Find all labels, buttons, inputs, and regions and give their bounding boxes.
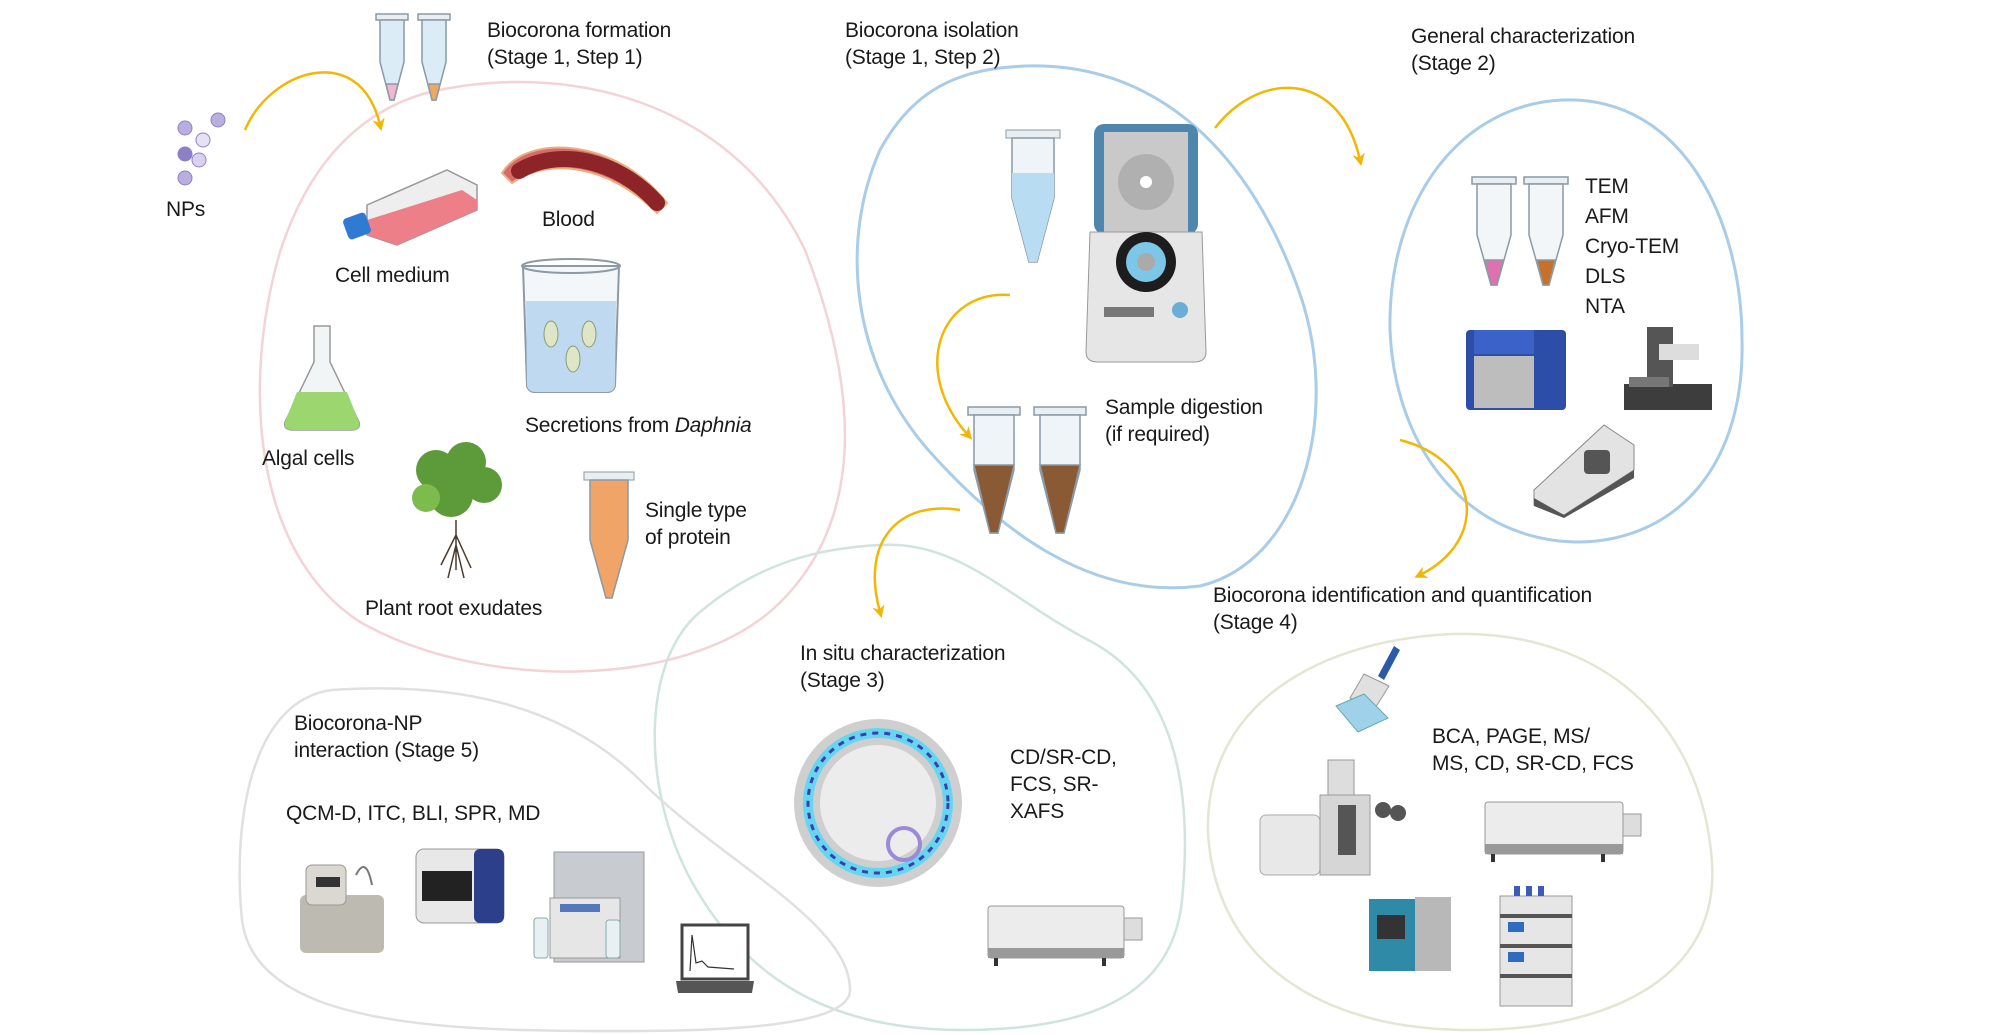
sample-digestion-label: Sample digestion (if required) [1105,394,1263,448]
title-line: Biocorona isolation [845,19,1019,42]
nanoparticles-icon [177,112,226,186]
line: (if required) [1105,423,1210,446]
mass-spectrometer-icon [1369,897,1451,971]
multichannel-pipette-icon [1335,646,1400,733]
confocal-microscope-icon [1259,759,1406,876]
line: XAFS [1010,800,1065,823]
atomic-force-microscope-icon [1624,327,1712,410]
stage2-tubes-icon [1471,176,1569,286]
cell-medium-label: Cell medium [335,264,450,287]
line: FCS, SR- [1010,773,1099,796]
hplc-system-icon [1499,886,1573,1007]
single-protein-label: Single type of protein [645,497,747,551]
stage1-step2-outline [855,64,1318,590]
method-nta: NTA [1585,295,1625,318]
subtitle-line: (Stage 4) [1213,611,1298,634]
stage4-methods: BCA, PAGE, MS/ MS, CD, SR-CD, FCS [1432,723,1634,777]
daphnia-secretions-label: Secretions from Daphnia [525,412,752,439]
title-line: Biocorona formation [487,19,672,42]
bli-spr-instrument-icon [533,851,645,963]
stage5-outline [238,687,852,1033]
title-line: interaction (Stage 5) [294,739,479,762]
label-text: Secretions from [525,414,675,437]
stage3-title: In situ characterization (Stage 3) [800,640,1006,694]
plant-icon [412,442,502,579]
laptop-md-simulation-icon [676,923,754,993]
title-line: In situ characterization [800,642,1006,665]
species-name: Daphnia [674,414,752,437]
stage3-methods: CD/SR-CD, FCS, SR- XAFS [1010,744,1117,825]
sample-tubes-icon [375,13,451,101]
line: Single type [645,499,747,522]
arrow-nps-to-formation [243,71,385,132]
stage2-outline [1388,98,1744,544]
stage4-outline [1206,632,1714,1032]
blood-label: Blood [542,208,595,231]
electron-microscope-icon [1466,330,1566,410]
stage2-methods-list: TEM AFM Cryo-TEM DLS NTA [1585,172,1679,322]
arrow-general-to-identification [1399,438,1469,578]
synchrotron-ring-icon [794,719,962,887]
protein-tube-icon [583,471,635,599]
stage1-step2-title: Biocorona isolation (Stage 1, Step 2) [845,17,1019,71]
arrow-isolation-to-general [1214,86,1365,167]
method-dls: DLS [1585,265,1626,288]
line: CD/SR-CD, [1010,746,1117,769]
subtitle-line: (Stage 2) [1411,52,1496,75]
stage1-step1-outline [258,80,847,673]
line: MS, CD, SR-CD, FCS [1432,752,1634,775]
line: BCA, PAGE, MS/ [1432,725,1590,748]
plant-root-exudates-label: Plant root exudates [365,597,543,620]
arrow-centrifuge-to-digestion [936,293,1011,440]
nps-label: NPs [166,198,206,221]
stage3-outline [653,543,1187,1032]
arrow-isolation-to-insitu [872,507,961,619]
centrifuge-icon [1085,124,1207,363]
spectrometer-icon [1484,801,1642,862]
cd-spectrometer-icon [987,905,1143,966]
title-line: Biocorona identification and quantificat… [1213,584,1592,607]
stage5-methods: QCM-D, ITC, BLI, SPR, MD [286,802,541,825]
erlenmeyer-flask-icon [283,325,361,431]
stage2-title: General characterization (Stage 2) [1411,23,1635,77]
daphnia-beaker-icon [521,258,621,393]
method-cryo-tem: Cryo-TEM [1585,235,1680,258]
cell-culture-flask-icon [343,169,478,246]
subtitle-line: (Stage 1, Step 2) [845,46,1001,69]
dls-instrument-icon [1533,424,1635,518]
algal-cells-label: Algal cells [262,447,355,470]
title-line: Biocorona-NP [294,712,423,735]
line: of protein [645,526,731,549]
line: Sample digestion [1105,396,1263,419]
stage5-title: Biocorona-NP interaction (Stage 5) [294,710,479,764]
subtitle-line: (Stage 3) [800,669,885,692]
stage1-step1-title: Biocorona formation (Stage 1, Step 1) [487,17,671,71]
method-tem: TEM [1585,175,1629,198]
digested-sample-tubes-icon [967,406,1087,534]
title-line: General characterization [1411,25,1635,48]
qcm-d-instrument-icon [300,864,384,953]
itc-instrument-icon [415,848,505,924]
blood-vessel-icon [500,146,669,215]
method-afm: AFM [1585,205,1629,228]
subtitle-line: (Stage 1, Step 1) [487,46,643,69]
blue-sample-tube-icon [1005,129,1061,263]
stage4-title: Biocorona identification and quantificat… [1213,582,1592,636]
